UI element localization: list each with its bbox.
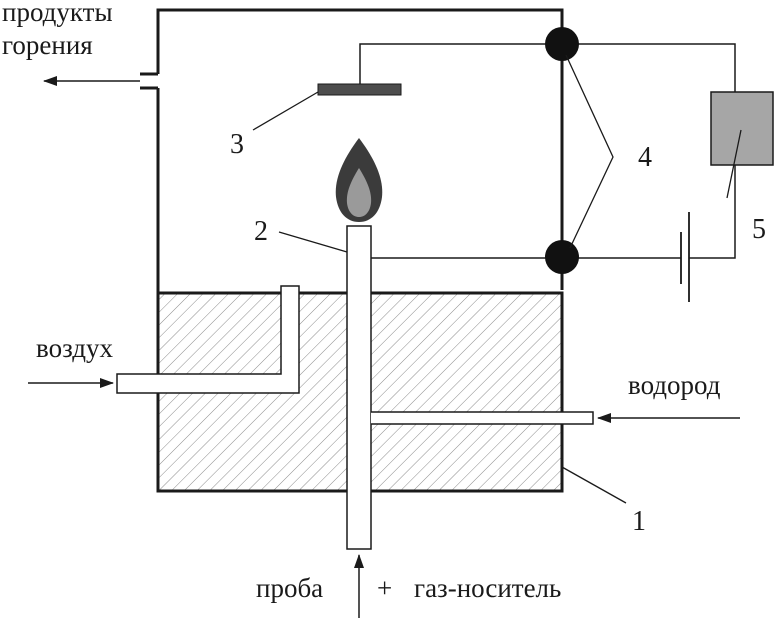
- callout-1: 1: [632, 506, 646, 537]
- battery-icon: [680, 212, 690, 302]
- callout-2: 2: [254, 216, 268, 247]
- label-plus: +: [377, 573, 392, 603]
- meter-box: [710, 91, 774, 166]
- label-combustion-products-2: горения: [2, 30, 93, 60]
- burner-tube: [346, 225, 372, 550]
- collector-electrode: [317, 83, 402, 96]
- label-carrier-gas: газ-носитель: [414, 573, 561, 603]
- label-sample: проба: [256, 573, 323, 603]
- hydrogen-inlet-tube: [371, 411, 594, 425]
- terminal-top: [545, 27, 579, 61]
- flame-icon: [335, 138, 383, 222]
- label-air: воздух: [36, 333, 113, 363]
- exhaust-outlet: [140, 72, 158, 90]
- terminal-bottom: [545, 240, 579, 274]
- callout-leaders: [252, 54, 742, 504]
- circuit-wires: [359, 43, 736, 259]
- air-inlet-tube: [116, 285, 300, 394]
- callout-3: 3: [230, 129, 244, 160]
- label-combustion-products-1: продукты: [2, 0, 113, 27]
- callout-5: 5: [752, 214, 766, 245]
- label-hydrogen: водород: [628, 370, 721, 400]
- callout-4: 4: [638, 142, 652, 173]
- chamber-frame: [156, 8, 564, 293]
